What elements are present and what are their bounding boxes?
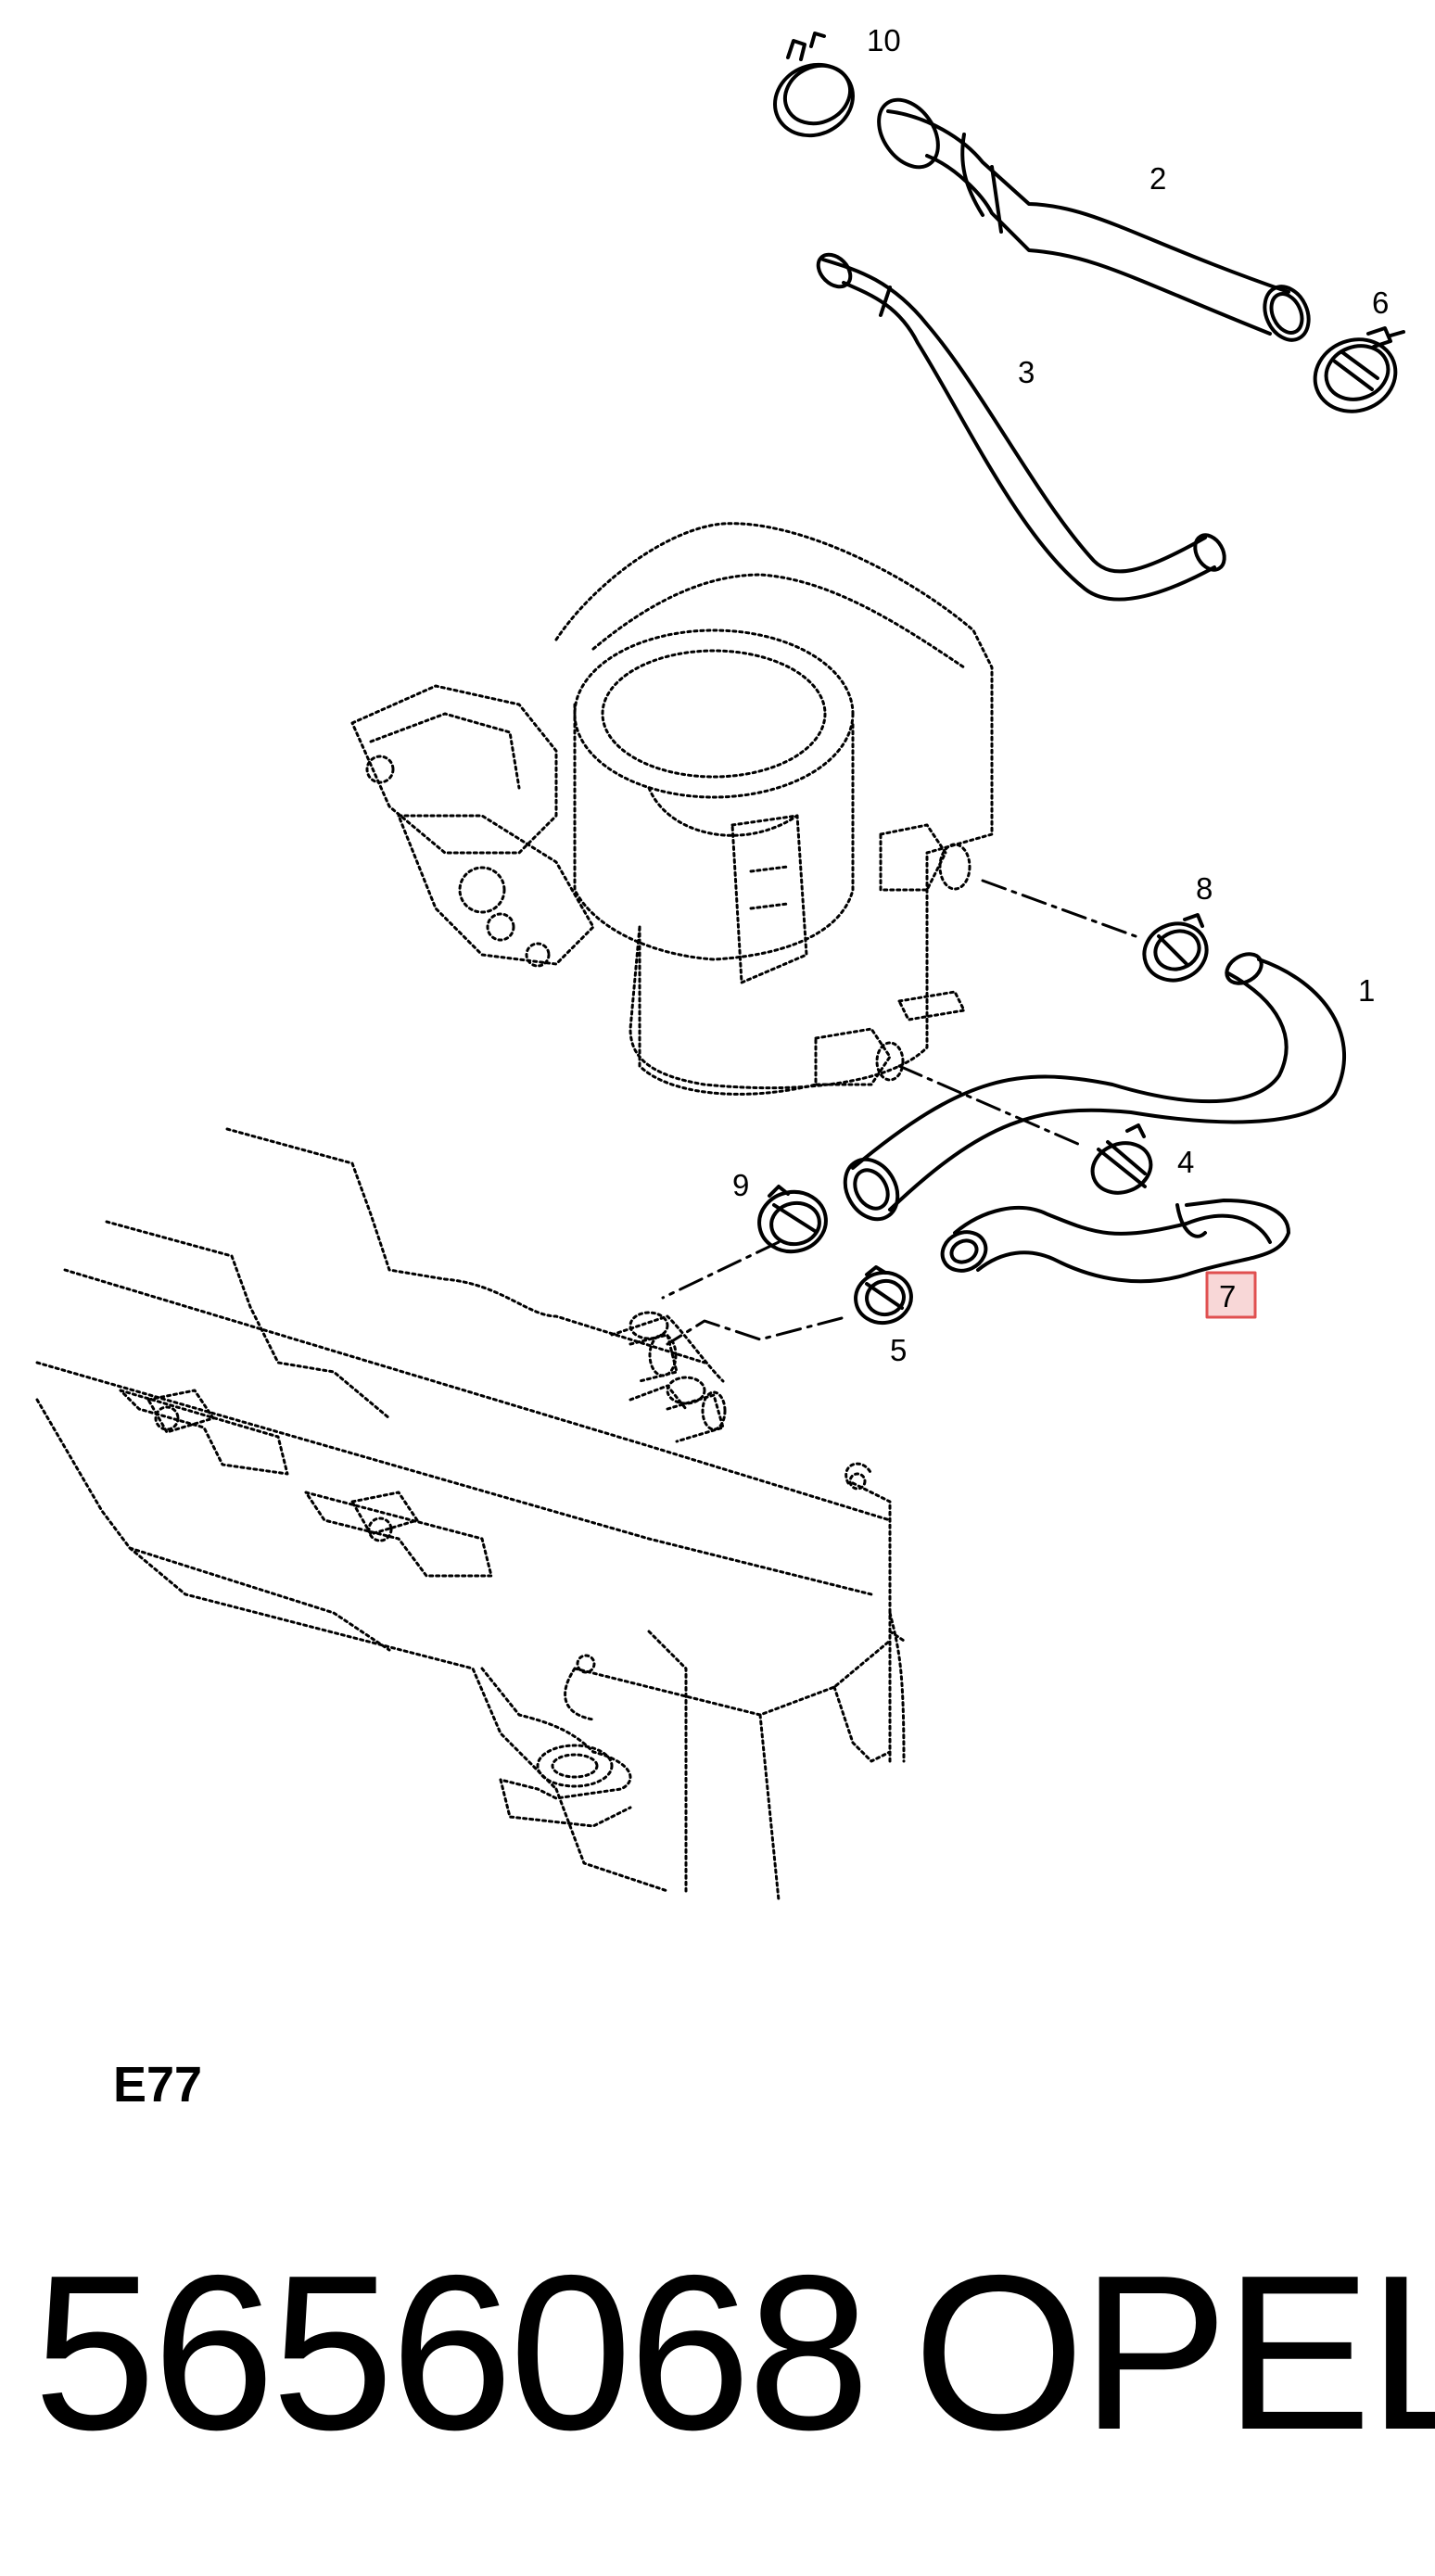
clamp-8 bbox=[1142, 913, 1209, 983]
clamp-10 bbox=[773, 32, 855, 138]
callout-5: 5 bbox=[890, 1333, 907, 1367]
clamp-4 bbox=[1090, 1123, 1153, 1195]
callout-9: 9 bbox=[732, 1168, 749, 1202]
callout-1: 1 bbox=[1358, 973, 1375, 1008]
radiator-pipe-stubs bbox=[629, 1333, 727, 1443]
section-code: E77 bbox=[113, 2057, 203, 2113]
part-number: 5656068 bbox=[33, 2230, 870, 2476]
callout-7-highlight bbox=[1205, 1271, 1257, 1319]
callout-10: 10 bbox=[867, 23, 901, 57]
hose-3 bbox=[816, 252, 1226, 602]
throttle-body bbox=[350, 522, 994, 1096]
callout-8: 8 bbox=[1196, 871, 1213, 906]
callout-7: 7 bbox=[1219, 1279, 1236, 1313]
callout-2: 2 bbox=[1149, 161, 1166, 196]
callout-4: 4 bbox=[1177, 1145, 1194, 1179]
brand-name: OPEL bbox=[913, 2230, 1435, 2476]
hose-1 bbox=[843, 952, 1346, 1222]
hose-2 bbox=[877, 97, 1311, 342]
clamp-9 bbox=[757, 1185, 828, 1254]
radiator bbox=[35, 1127, 906, 1902]
callout-3: 3 bbox=[1018, 355, 1035, 389]
clamp-5 bbox=[854, 1265, 913, 1326]
callout-6: 6 bbox=[1372, 286, 1389, 320]
center-lines bbox=[661, 879, 1137, 1346]
hose-7 bbox=[940, 1199, 1290, 1284]
clamp-6 bbox=[1313, 326, 1405, 413]
